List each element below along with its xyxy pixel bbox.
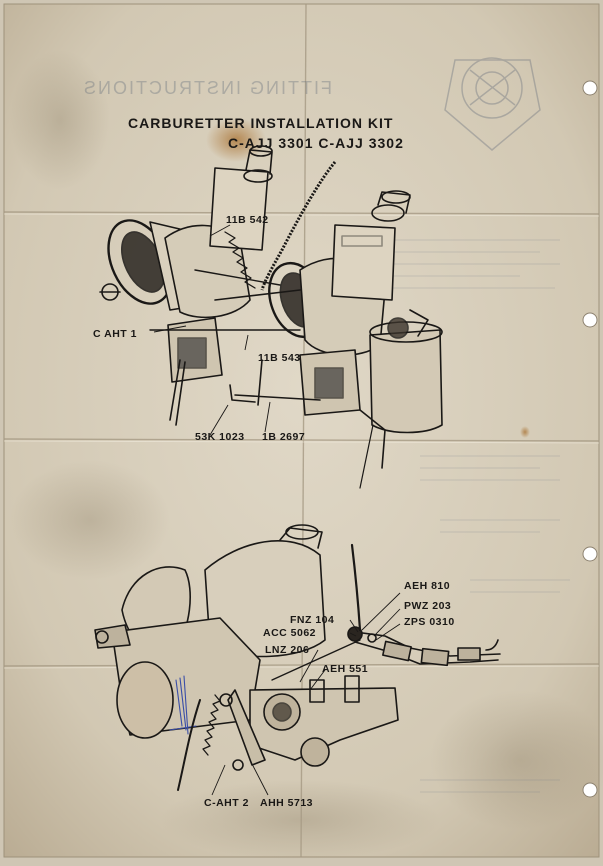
- part-label: 53K 1023: [195, 431, 245, 443]
- part-label: 11B 543: [258, 352, 301, 364]
- part-label: FNZ 104: [290, 614, 335, 626]
- age-blotch: [10, 460, 170, 580]
- kit-title: CARBURETTER INSTALLATION KIT: [128, 115, 394, 131]
- brown-stain: [206, 118, 266, 162]
- part-label: AEH 810: [404, 580, 451, 592]
- twin-carburetter-drawing: [99, 145, 443, 489]
- age-blotch: [10, 50, 110, 190]
- brown-stain: [520, 426, 530, 438]
- reverse-heading-showthrough: FITTING INSTRUCTIONS: [82, 78, 332, 98]
- throttle-cable: [260, 161, 337, 291]
- part-label: 11B 542: [226, 214, 269, 226]
- part-label: ZPS 0310: [404, 616, 455, 628]
- binder-hole: [582, 80, 598, 96]
- binder-hole: [582, 546, 598, 562]
- age-blotch: [160, 780, 440, 860]
- leader-lines-lower: [211, 592, 401, 796]
- part-label: 1B 2697: [262, 431, 306, 443]
- single-carburetter-linkage-drawing: [94, 524, 501, 791]
- ballpoint-scribble: [169, 675, 197, 735]
- part-label: AEH 551: [322, 663, 369, 675]
- binder-hole: [582, 312, 598, 328]
- part-label: C-AHT 2: [204, 797, 249, 809]
- binder-hole: [582, 782, 598, 798]
- leader-lines-upper: [153, 224, 271, 436]
- part-label: AHH 5713: [260, 797, 314, 809]
- age-blotch: [430, 690, 603, 830]
- reverse-emblem-showthrough: [444, 57, 541, 151]
- reverse-text-showthrough: [370, 239, 570, 793]
- kit-numbers: C-AJJ 3301 C-AJJ 3302: [228, 135, 404, 151]
- part-label: C AHT 1: [93, 328, 137, 340]
- part-label: LNZ 206: [265, 644, 310, 656]
- part-label: ACC 5062: [263, 627, 317, 639]
- part-label: PWZ 203: [404, 600, 452, 612]
